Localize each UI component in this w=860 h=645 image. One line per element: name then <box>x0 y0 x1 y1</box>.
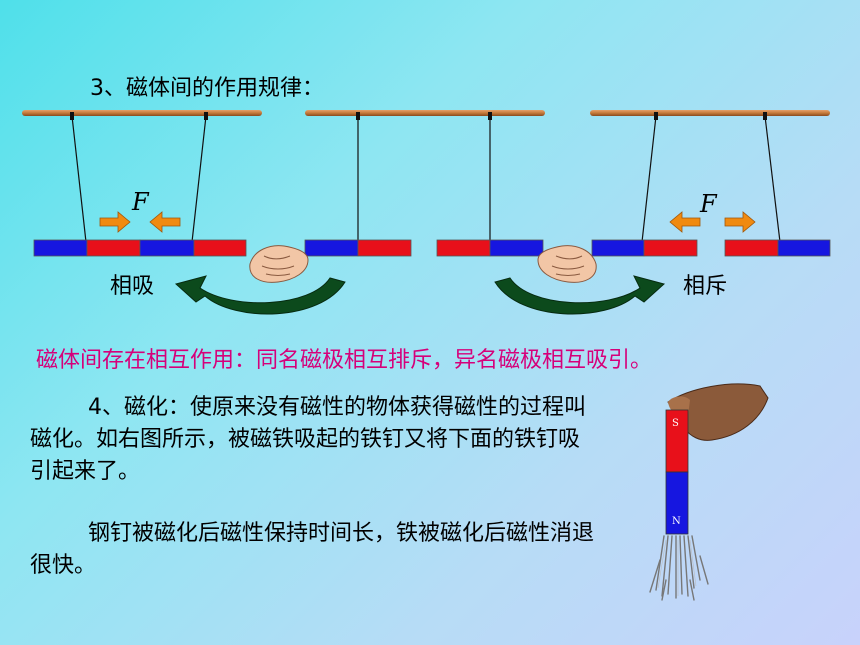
force-arrow-right-icon <box>99 211 131 233</box>
hand-icon <box>537 245 597 283</box>
curved-arrow-icon <box>494 275 666 315</box>
steel-iron-paragraph: 钢钉被磁化后磁性保持时间长，铁被磁化后磁性消退很快。 <box>30 521 595 578</box>
force-arrow-left-icon <box>149 211 181 233</box>
bar-magnet <box>33 239 141 257</box>
north-pole-label: N <box>672 516 681 527</box>
force-symbol: F <box>131 188 150 216</box>
suspension-rod <box>590 110 830 116</box>
bar-magnet <box>591 239 698 257</box>
label-repel: 相斥 <box>683 274 728 299</box>
force-arrow-right-icon <box>724 211 756 233</box>
strings <box>71 115 781 243</box>
hand-icon <box>249 245 309 283</box>
magnetization-paragraph: 4、磁化：使原来没有磁性的物体获得磁性的过程叫磁化。如右图所示，被磁铁吸起的铁钉… <box>30 395 586 484</box>
bar-magnet <box>139 239 247 257</box>
suspension-rod <box>305 110 545 116</box>
force-symbol: F <box>699 190 718 218</box>
label-attract: 相吸 <box>110 274 155 299</box>
heading: 3、磁体间的作用规律： <box>90 76 324 101</box>
bar-magnet <box>304 239 412 257</box>
curved-arrow-icon <box>174 275 346 315</box>
force-arrow-left-icon <box>669 211 701 233</box>
bar-magnet <box>436 239 544 257</box>
suspension-rod <box>22 110 262 116</box>
bar-magnet <box>724 239 831 257</box>
south-pole-label: S <box>672 418 679 429</box>
magnet-with-nails-illustration: S N <box>649 383 769 601</box>
magnet-law-statement: 磁体间存在相互作用：同名磁极相互排斥，异名磁极相互吸引。 <box>36 348 653 373</box>
